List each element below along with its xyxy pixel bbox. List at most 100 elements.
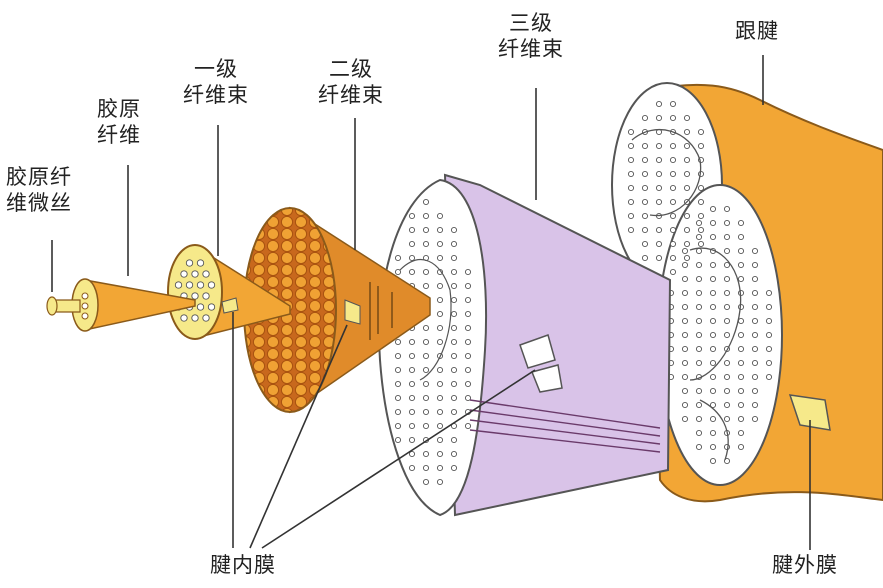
fiber-dot bbox=[656, 199, 661, 204]
fiber-dot bbox=[628, 157, 633, 162]
fiber-dot bbox=[724, 262, 729, 267]
fiber-dot bbox=[696, 444, 701, 449]
fiber-dot bbox=[423, 423, 428, 428]
fiber-dot bbox=[437, 325, 442, 330]
fiber-dot bbox=[766, 332, 771, 337]
fiber-dot bbox=[684, 115, 689, 120]
fiber-dot bbox=[682, 276, 687, 281]
fiber-dot bbox=[181, 315, 187, 321]
fiber-dot bbox=[409, 465, 414, 470]
fiber-dot bbox=[423, 241, 428, 246]
fiber-dot bbox=[766, 318, 771, 323]
label-endotenon: 腱内膜 bbox=[210, 552, 276, 578]
fiber-dot bbox=[186, 282, 192, 288]
fiber-dot bbox=[465, 395, 470, 400]
fiber-dot bbox=[423, 199, 428, 204]
fiber-dot bbox=[738, 360, 743, 365]
fiber-dot bbox=[437, 339, 442, 344]
fiber-dot bbox=[423, 465, 428, 470]
fiber-dot bbox=[395, 353, 400, 358]
fiber-dot bbox=[766, 374, 771, 379]
fiber-dot bbox=[670, 157, 675, 162]
microfibril bbox=[47, 297, 80, 315]
fiber-dot bbox=[656, 171, 661, 176]
fiber-dot bbox=[710, 332, 715, 337]
fiber-dot bbox=[656, 157, 661, 162]
fiber-dot bbox=[698, 129, 703, 134]
fiber-dot bbox=[409, 241, 414, 246]
fiber-dot bbox=[423, 213, 428, 218]
fiber-dot bbox=[656, 255, 661, 260]
fiber-dot bbox=[451, 409, 456, 414]
fiber-dot bbox=[642, 241, 647, 246]
fiber-dot bbox=[642, 115, 647, 120]
fiber-dot bbox=[766, 360, 771, 365]
fiber-dot bbox=[710, 416, 715, 421]
fiber-dot bbox=[670, 213, 675, 218]
fiber-dot bbox=[696, 290, 701, 295]
fiber-dot bbox=[724, 220, 729, 225]
fiber-dot bbox=[409, 255, 414, 260]
fiber-dot bbox=[451, 339, 456, 344]
fiber-dot bbox=[766, 346, 771, 351]
fiber-dot bbox=[203, 293, 209, 299]
fiber-dot bbox=[696, 360, 701, 365]
fiber-dot bbox=[696, 332, 701, 337]
fiber-dot bbox=[738, 276, 743, 281]
fiber-dot bbox=[738, 430, 743, 435]
label-primary-bundle: 一级 纤维束 bbox=[183, 56, 249, 108]
fiber-dot bbox=[752, 262, 757, 267]
fiber-dot bbox=[465, 311, 470, 316]
fiber-dot bbox=[738, 388, 743, 393]
fiber-dot bbox=[696, 416, 701, 421]
fiber-dot bbox=[423, 227, 428, 232]
fiber-dot bbox=[698, 241, 703, 246]
fiber-dot bbox=[710, 206, 715, 211]
fiber-dot bbox=[682, 388, 687, 393]
fiber-dot bbox=[437, 381, 442, 386]
fiber-dot bbox=[670, 255, 675, 260]
fiber-dot bbox=[684, 129, 689, 134]
fiber-dot bbox=[409, 423, 414, 428]
fiber-dot bbox=[437, 255, 442, 260]
fiber-dot bbox=[696, 388, 701, 393]
fiber-dot bbox=[451, 241, 456, 246]
fiber-dot bbox=[670, 115, 675, 120]
tertiary-bundle-face bbox=[379, 180, 486, 515]
fiber-dot bbox=[670, 101, 675, 106]
fiber-dot bbox=[696, 346, 701, 351]
fiber-dot bbox=[437, 409, 442, 414]
fiber-dot bbox=[395, 423, 400, 428]
fiber-dot bbox=[682, 374, 687, 379]
fiber-dot bbox=[451, 311, 456, 316]
fiber-dot bbox=[752, 360, 757, 365]
fiber-dot bbox=[628, 185, 633, 190]
fiber-dot bbox=[628, 213, 633, 218]
fiber-dot bbox=[423, 409, 428, 414]
fiber-dot bbox=[192, 315, 198, 321]
fiber-dot bbox=[208, 282, 214, 288]
fiber-dot bbox=[684, 255, 689, 260]
fiber-dot bbox=[738, 248, 743, 253]
fiber-dot bbox=[682, 360, 687, 365]
fiber-dot bbox=[395, 255, 400, 260]
fiber-dot bbox=[451, 395, 456, 400]
fiber-dot bbox=[696, 234, 701, 239]
label-epitenon: 腱外膜 bbox=[772, 552, 838, 578]
fiber-dot bbox=[738, 374, 743, 379]
fiber-dot bbox=[724, 304, 729, 309]
fiber-dot bbox=[395, 269, 400, 274]
fiber-dot bbox=[395, 395, 400, 400]
fiber-dot bbox=[437, 311, 442, 316]
fiber-dot bbox=[656, 143, 661, 148]
fiber-dot bbox=[724, 290, 729, 295]
fiber-dot bbox=[752, 416, 757, 421]
fiber-dot bbox=[451, 325, 456, 330]
fiber-dot bbox=[724, 332, 729, 337]
fiber-dot bbox=[465, 423, 470, 428]
fiber-dot bbox=[752, 318, 757, 323]
fiber-dot bbox=[670, 185, 675, 190]
fiber-dot bbox=[465, 353, 470, 358]
fiber-dot bbox=[710, 276, 715, 281]
